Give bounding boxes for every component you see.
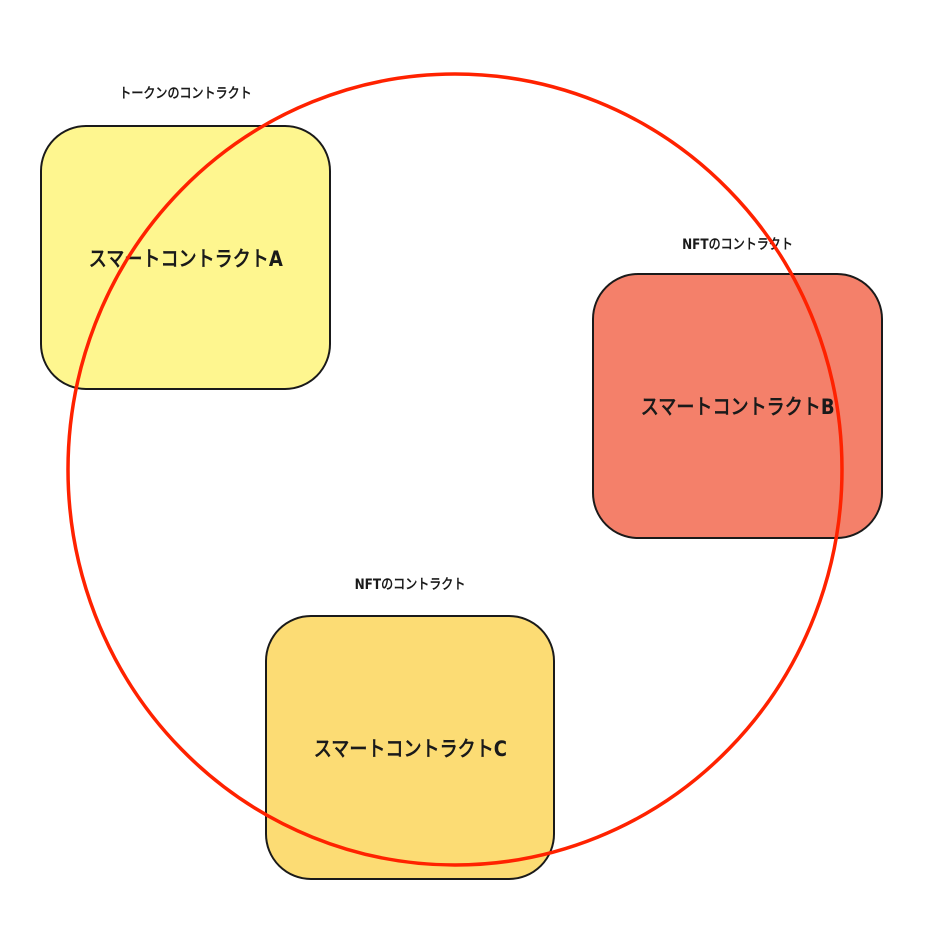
smart-contract-b-box: スマートコントラクトB bbox=[592, 273, 883, 539]
caption-token-contract: トークンのコントラクト bbox=[119, 86, 252, 102]
caption-nft-contract-b: NFTのコントラクト bbox=[682, 237, 793, 253]
smart-contract-a-box: スマートコントラクトA bbox=[40, 125, 331, 390]
smart-contract-c-label: スマートコントラクトC bbox=[313, 736, 507, 761]
smart-contract-a-label: スマートコントラクトA bbox=[88, 246, 283, 271]
caption-nft-contract-c: NFTのコントラクト bbox=[354, 577, 466, 593]
smart-contract-b-label: スマートコントラクトB bbox=[640, 395, 835, 419]
smart-contract-c-box: スマートコントラクトC bbox=[265, 615, 555, 880]
